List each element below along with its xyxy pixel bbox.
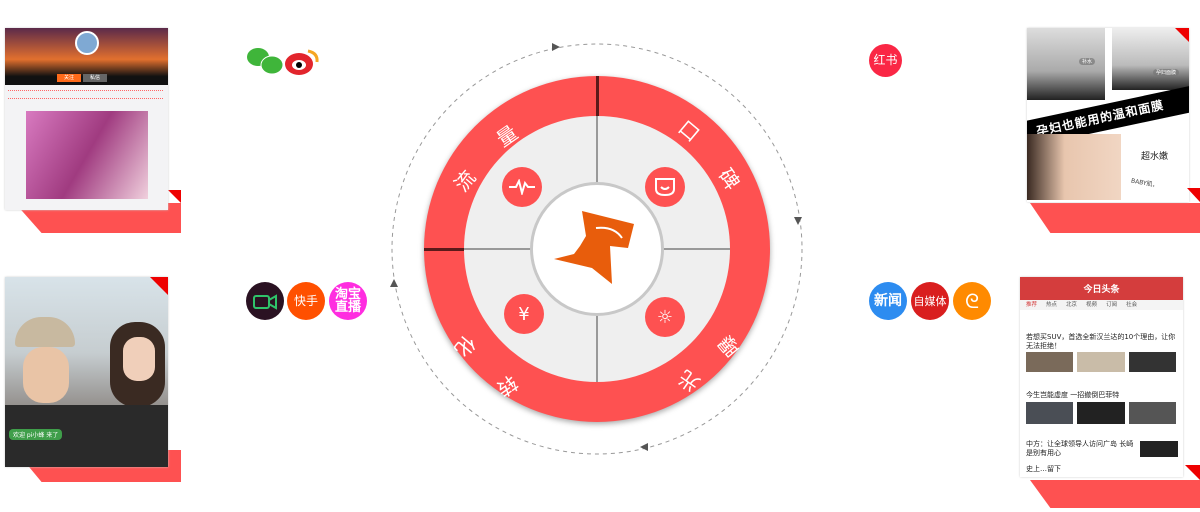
xiaohongshu-icon: 红书: [869, 44, 902, 77]
pulse-icon: [502, 167, 542, 207]
tab-bar: 推荐 热点 北京 视频 订阅 社会: [1020, 300, 1183, 310]
tab[interactable]: 订阅: [1106, 302, 1118, 308]
weibo-post-screenshot: 关注 私信: [5, 28, 168, 210]
caption: 超水嫩: [1141, 152, 1169, 162]
wechat-weibo-icons: [247, 48, 319, 75]
tab[interactable]: 热点: [1046, 302, 1058, 308]
sun-icon: ☼: [645, 297, 685, 337]
headline[interactable]: 中方：让全球领导人访问广岛 长崎是别有用心: [1026, 440, 1134, 457]
tab[interactable]: 北京: [1066, 302, 1078, 308]
follow-button: 关注: [57, 74, 81, 82]
video-camera-icon: [246, 282, 284, 320]
live-stream-screenshot: 欢迎 pi小蜂 来了: [5, 277, 168, 467]
yuan-exchange-icon: ¥: [504, 294, 544, 334]
headline[interactable]: 若想买SUV，首选全新汉兰达的10个理由，让你无法拒绝！: [1026, 333, 1176, 350]
headline[interactable]: 史上…留下: [1026, 465, 1061, 473]
horse-logo: [554, 211, 634, 284]
self-media-icon: 自媒体: [911, 282, 949, 320]
message-button: 私信: [83, 74, 107, 82]
tab[interactable]: 社会: [1126, 302, 1138, 308]
uc-browser-icon: ᘓ: [953, 282, 991, 320]
toutiao-screenshot: 今日头条 推荐 热点 北京 视频 订阅 社会 若想买SUV，首选全新汉兰达的10个理由，让…: [1020, 277, 1183, 477]
orbit-arrows: [390, 43, 803, 455]
taobao-live-icon: 淘宝直播: [329, 282, 367, 320]
tab[interactable]: 视频: [1086, 302, 1098, 308]
headline[interactable]: 今生岂能虚度 一招撤倒巴菲特: [1026, 391, 1120, 399]
smile-bubble-icon: [645, 167, 685, 207]
strategy-wheel: 流 量 口 碑 曝 光 转 化 ☼ ¥: [424, 76, 770, 422]
app-title: 今日头条: [1020, 277, 1183, 300]
tag: 孕妇面膜: [1153, 69, 1180, 76]
kuaishou-icon: 快手: [287, 282, 325, 320]
tag: 补水: [1079, 58, 1096, 65]
caption: BABY肌，: [1130, 177, 1159, 190]
card-ribbon: [1030, 203, 1200, 233]
news-icon: 新闻: [869, 282, 907, 320]
card-ribbon: [1030, 480, 1200, 508]
xiaohongshu-post-screenshot: 补水 孕妇面膜 孕妇也能用的温和面膜 超水嫩 BABY肌，: [1027, 28, 1189, 202]
live-comment: 欢迎 pi小蜂 来了: [9, 429, 63, 440]
tab[interactable]: 推荐: [1026, 302, 1038, 308]
